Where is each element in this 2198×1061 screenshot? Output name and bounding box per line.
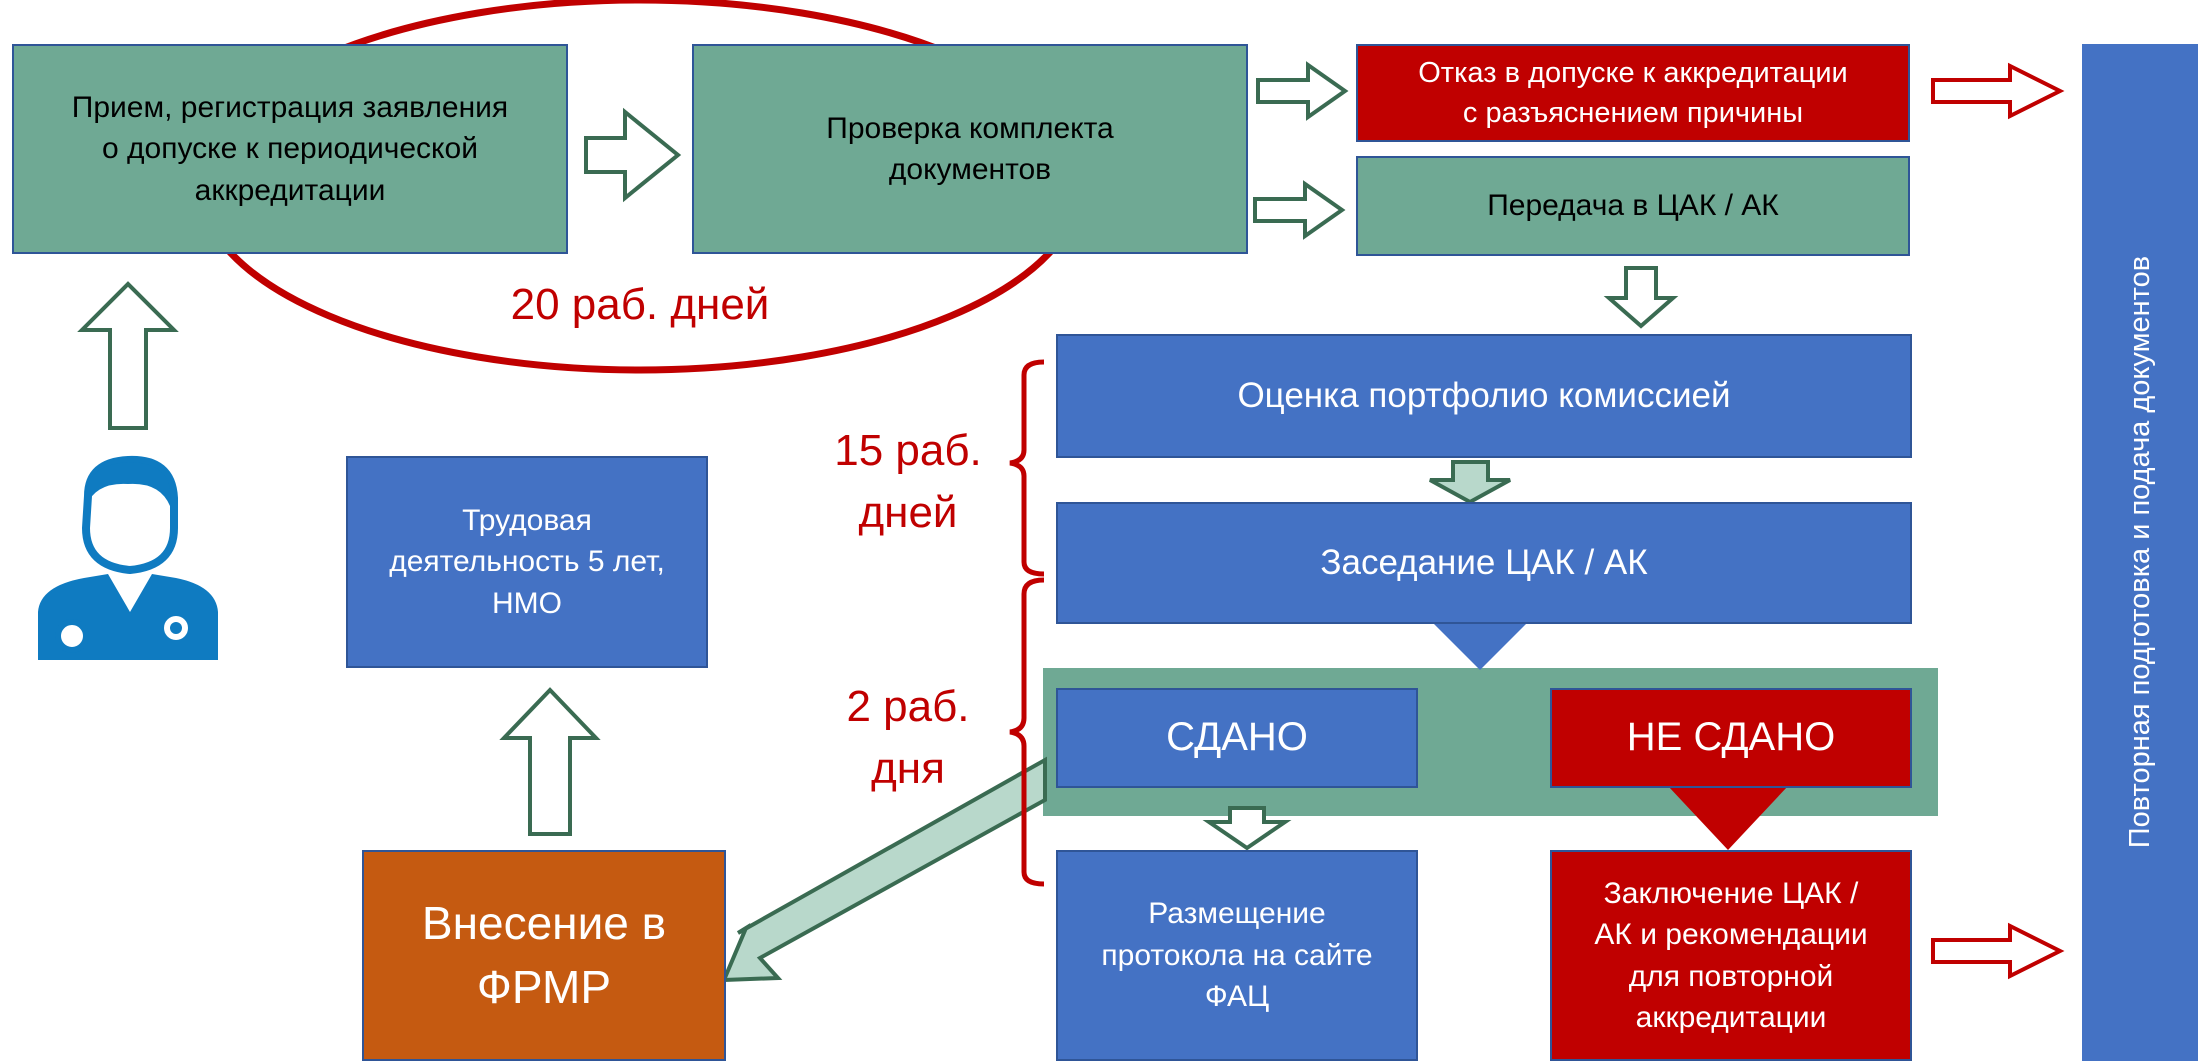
passed-label: СДАНО: [1166, 715, 1308, 760]
arrow-to-refusal: [1256, 61, 1349, 121]
arrow-refusal-to-resubmit: [1931, 62, 2065, 120]
resubmit-label: Повторная подготовка и подача документов: [2124, 256, 2156, 849]
protocol-box: Размещение протокола на сайте ФАЦ: [1056, 850, 1418, 1061]
transfer-box: Передача в ЦАК / АК: [1356, 156, 1910, 256]
failed-label: НЕ СДАНО: [1626, 715, 1836, 760]
portfolio-label: Оценка портфолио комиссией: [1237, 375, 1731, 415]
transfer-label: Передача в ЦАК / АК: [1487, 189, 1779, 223]
bracket-fifteen-days: [1009, 359, 1045, 577]
fifteen-days-label: 15 раб. дней: [834, 426, 982, 537]
application-box: Прием, регистрация заявления о допуске к…: [12, 44, 568, 254]
two-days-label: 2 раб. дня: [846, 682, 970, 793]
meeting-pointer: [1432, 622, 1528, 670]
doctor-icon: [38, 455, 218, 660]
arrow-to-check: [584, 107, 682, 203]
work-label: Трудовая деятельность 5 лет, НМО: [389, 503, 665, 620]
protocol-label: Размещение протокола на сайте ФАЦ: [1101, 897, 1373, 1014]
arrow-frmr-up: [499, 687, 601, 836]
bracket-two-days: [1009, 577, 1045, 887]
failed-pointer: [1668, 786, 1788, 850]
arrow-to-protocol: [1202, 806, 1292, 851]
arrow-to-transfer: [1253, 180, 1346, 240]
meeting-label: Заседание ЦАК / АК: [1320, 542, 1648, 582]
conclusion-label: Заключение ЦАК / АК и рекомендации для п…: [1594, 876, 1868, 1034]
frmr-label: Внесение в ФРМР: [421, 897, 667, 1013]
arrow-conclusion-to-resubmit: [1931, 922, 2065, 980]
arrow-passed-to-frmr: [720, 756, 1047, 983]
refusal-box: Отказ в допуске к аккредитации с разъясн…: [1356, 44, 1910, 142]
check-docs-label: Проверка комплекта документов: [826, 111, 1114, 186]
portfolio-box: Оценка портфолио комиссией: [1056, 334, 1912, 458]
arrow-to-meeting: [1429, 460, 1511, 505]
twenty-days-label: 20 раб. дней: [510, 280, 770, 329]
arrow-doctor-up: [77, 281, 179, 430]
application-label: Прием, регистрация заявления о допуске к…: [71, 90, 509, 207]
refusal-label: Отказ в допуске к аккредитации с разъясн…: [1418, 56, 1848, 129]
frmr-box: Внесение в ФРМР: [362, 850, 726, 1061]
meeting-box: Заседание ЦАК / АК: [1056, 502, 1912, 624]
passed-box: СДАНО: [1056, 688, 1418, 788]
resubmit-bar: Повторная подготовка и подача документов: [2082, 44, 2198, 1061]
failed-box: НЕ СДАНО: [1550, 688, 1912, 788]
arrow-to-portfolio: [1603, 266, 1679, 329]
work-box: Трудовая деятельность 5 лет, НМО: [346, 456, 708, 668]
check-docs-box: Проверка комплекта документов: [692, 44, 1248, 254]
conclusion-box: Заключение ЦАК / АК и рекомендации для п…: [1550, 850, 1912, 1061]
